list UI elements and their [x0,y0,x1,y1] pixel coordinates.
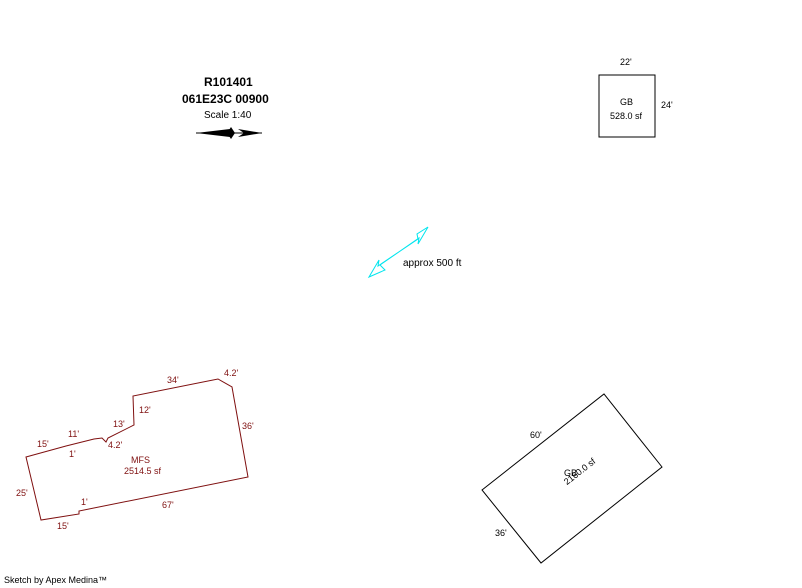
mfs-notch-42-dim: 4.2' [108,440,123,450]
distance-arrow-icon [367,226,429,279]
mfs-notch-11-dim: 11' [68,429,80,439]
mfs-notch-12-dim: 12' [139,405,151,415]
mfs-notch-13-dim: 13' [113,419,125,429]
mfs-bottom-step-dim: 1' [81,497,88,507]
scale-label: Scale 1:40 [204,110,252,121]
garage-large-outline [481,393,663,564]
mfs-left-dim: 25' [16,488,28,498]
map-tax-lot: 061E23C 00900 [182,92,269,106]
garage-small-outline [598,74,656,138]
sketch-credit: Sketch by Apex Medina™ [4,575,108,585]
mfs-top-left-dim: 15' [37,439,49,449]
garage-large-top-dim: 60' [530,430,542,440]
garage-large-label: GB [564,468,578,478]
garage-small-area: 528.0 sf [610,111,643,121]
mfs-corner-dim: 4.2' [224,368,239,378]
mfs-area: 2514.5 sf [124,466,162,476]
garage-small-top-dim: 22' [620,57,632,67]
mfs-label: MFS [131,455,150,465]
garage-small-label: GB [620,97,634,107]
mfs-right-dim: 36' [242,421,254,431]
mfs-bottom-dim: 67' [162,500,174,510]
parcel-id: R101401 [204,75,253,89]
garage-small-right-dim: 24' [661,100,673,110]
mfs-bottom-left-dim: 15' [57,521,69,531]
north-arrow-icon [196,127,262,139]
garage-large-left-dim: 36' [495,528,507,538]
mfs-top-dim: 34' [167,375,179,385]
main-building-outline [25,378,249,521]
mfs-notch-1-dim: 1' [69,449,76,459]
distance-label: approx 500 ft [403,258,462,269]
